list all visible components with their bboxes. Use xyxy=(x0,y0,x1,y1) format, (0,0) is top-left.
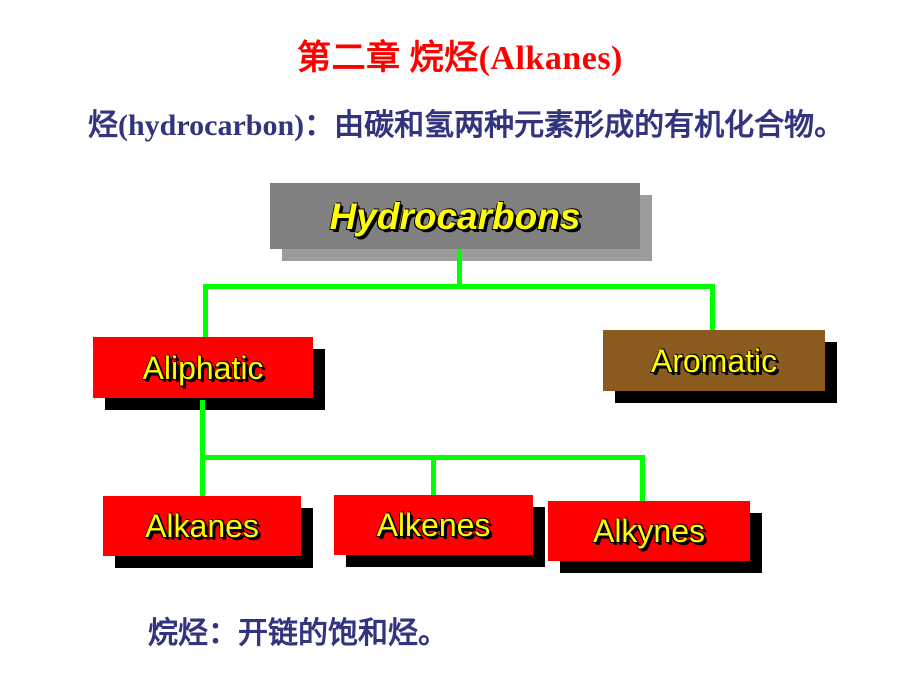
diagram-node-alkanes: Alkanes xyxy=(103,496,301,556)
connector-aliphatic-down xyxy=(200,400,205,498)
diagram-node-hydrocarbons: Hydrocarbons xyxy=(270,183,640,249)
definition-paragraph: 烃(hydrocarbon)：由碳和氢两种元素形成的有机化合物。 xyxy=(88,109,845,142)
diagram-node-aliphatic: Aliphatic xyxy=(93,337,313,398)
node-label-alkenes: Alkenes xyxy=(376,507,491,543)
connector-aliphatic-stem xyxy=(203,284,208,340)
connector-hydrocarbons-stem xyxy=(457,248,462,288)
footnote-text: 烷烃：开链的饱和烃。 xyxy=(148,617,448,650)
node-label-alkanes: Alkanes xyxy=(145,508,259,544)
connector-aromatic-stem xyxy=(710,284,715,332)
diagram-node-alkenes: Alkenes xyxy=(334,495,533,555)
page-title: 第二章 烷烃(Alkanes) xyxy=(297,40,623,77)
connector-alkynes-stem xyxy=(640,455,645,503)
node-label-aromatic: Aromatic xyxy=(650,342,778,379)
diagram-node-aromatic: Aromatic xyxy=(603,330,825,391)
node-label-alkynes: Alkynes xyxy=(592,513,706,549)
connector-level2-bar xyxy=(203,455,643,460)
connector-alkenes-stem xyxy=(431,455,436,498)
connector-level1-bar xyxy=(205,284,715,289)
diagram-node-alkynes: Alkynes xyxy=(548,501,750,561)
node-label-hydrocarbons: Hydrocarbons xyxy=(329,195,581,237)
node-label-aliphatic: Aliphatic xyxy=(142,349,264,386)
